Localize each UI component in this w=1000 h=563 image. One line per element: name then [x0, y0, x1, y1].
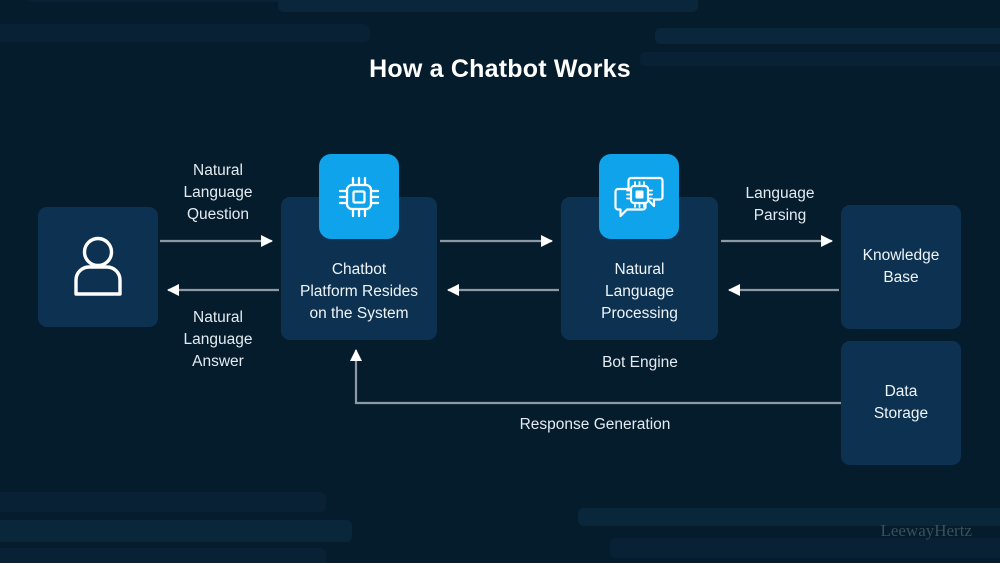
- bg-decor-bar: [610, 538, 1000, 558]
- user-icon: [74, 236, 122, 296]
- bg-decor-bar: [0, 520, 352, 542]
- chip-icon: [338, 176, 380, 217]
- chip-icon-card[interactable]: [319, 154, 399, 239]
- node-knowledge-base[interactable]: Knowledge Base: [841, 205, 961, 329]
- node-data-storage-label: Data Storage: [873, 383, 929, 422]
- edge-label-natural-language-answer: Natural Language Answer: [183, 309, 253, 370]
- node-nlp-label: Natural Language Processing: [601, 260, 678, 322]
- edge-label-language-parsing: Language Parsing: [745, 185, 815, 224]
- bg-decor-bar: [26, 0, 396, 2]
- bg-decor-bar: [0, 548, 326, 563]
- edge-label-natural-language-question: Natural Language Question: [183, 162, 253, 223]
- node-chatbot-label: Chatbot Platform Resides on the System: [299, 260, 418, 322]
- edge-label-bot-engine: Bot Engine: [602, 354, 678, 371]
- bg-decor-bar: [0, 24, 370, 42]
- chat-chip-icon: [614, 176, 664, 217]
- page-title: How a Chatbot Works: [369, 55, 631, 83]
- bg-decor-bar: [578, 508, 1000, 526]
- node-user[interactable]: [38, 207, 158, 327]
- edge-datastorage-to-chatbot: [350, 349, 841, 405]
- node-knowledge-base-label: Knowledge Base: [862, 247, 940, 286]
- bg-decor-bar: [640, 52, 1000, 66]
- edge-label-response-generation: Response Generation: [519, 416, 671, 433]
- bg-decor-bar: [278, 0, 698, 12]
- watermark: LeewayHertz: [880, 521, 972, 540]
- bg-decor-bar: [0, 492, 326, 512]
- node-data-storage[interactable]: Data Storage: [841, 341, 961, 465]
- chat-chip-icon-card[interactable]: [599, 154, 679, 239]
- bg-decor-bar: [655, 28, 1000, 44]
